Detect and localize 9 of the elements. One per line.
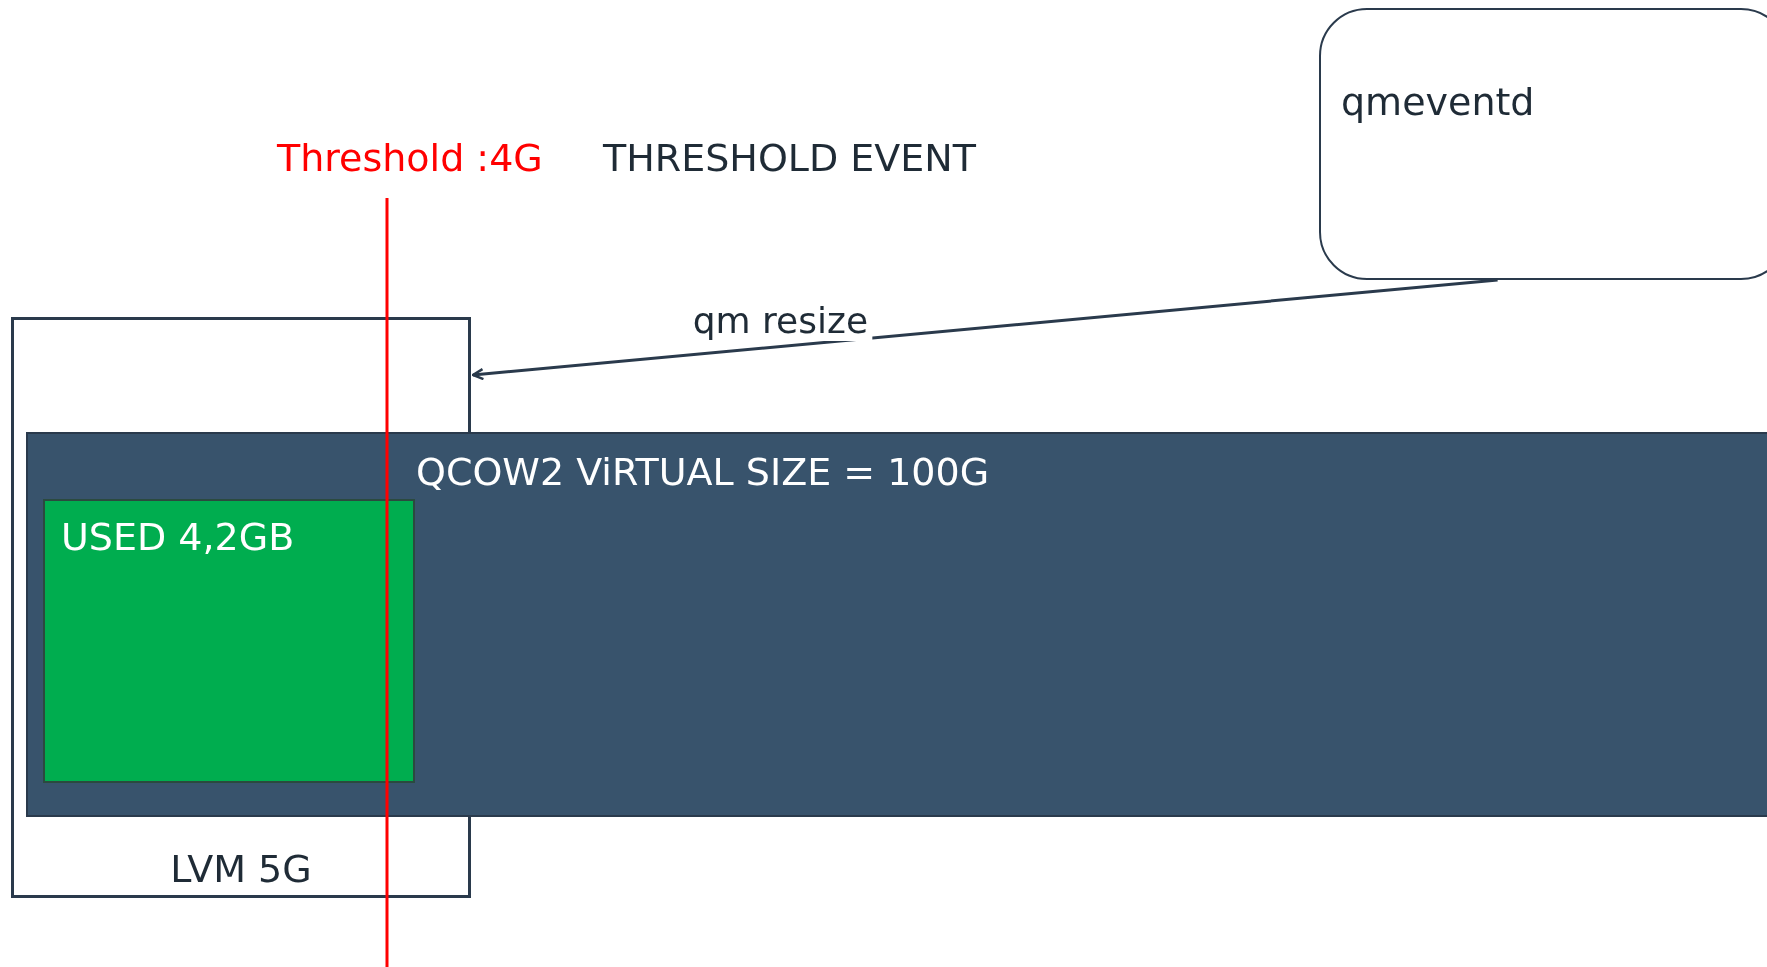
threshold-label: Threshold :4G <box>277 136 543 180</box>
node-label: USED 4,2GB <box>61 515 295 559</box>
event-label: THRESHOLD EVENT <box>603 136 976 180</box>
node-label: LVM 5G <box>169 847 313 891</box>
node-label: qmeventd <box>1341 80 1535 124</box>
used-space-bar <box>43 499 415 783</box>
process-box <box>1319 8 1767 280</box>
arrow <box>471 278 1498 381</box>
node-label: QCOW2 ViRTUAL SIZE = 100G <box>416 450 990 494</box>
